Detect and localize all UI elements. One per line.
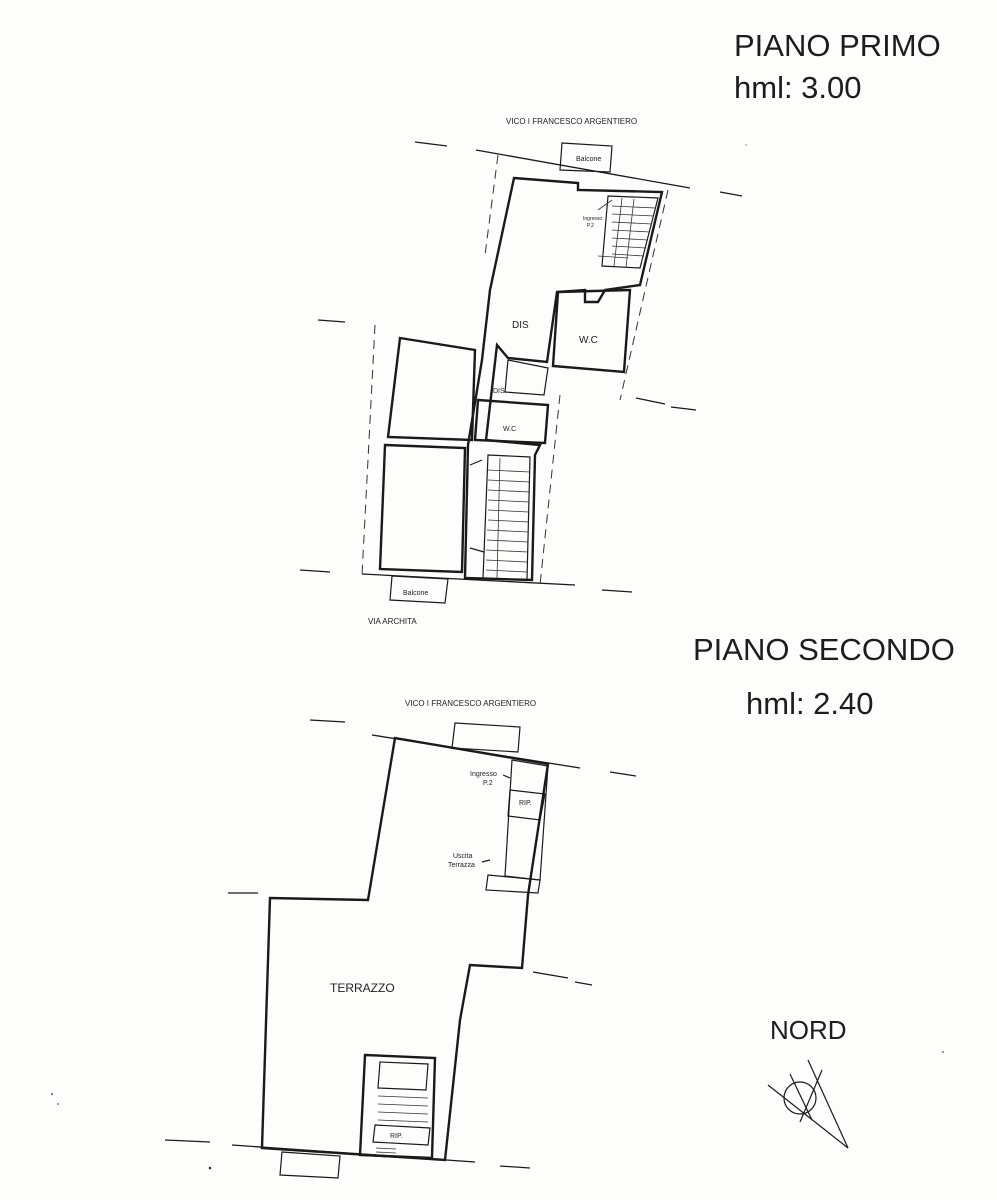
street-edge-top-right [719, 191, 743, 197]
side-mark-right-1 [532, 971, 569, 979]
street-edge-top [475, 149, 691, 189]
party-wall-dash [484, 154, 499, 256]
bottom-bump [279, 1151, 341, 1179]
roof-bump [451, 722, 521, 753]
second-floor-height: hml: 2.40 [746, 686, 874, 721]
balcony-top-label: Balcone [576, 156, 601, 163]
street-edge-bottom-right [499, 1165, 531, 1169]
side-mark-right-2 [574, 981, 593, 986]
street-edge-top-right [609, 771, 637, 777]
second-floor-plan: VICO I FRANCESCO ARGENTIERO RIP. Ingress… [164, 699, 637, 1179]
storage-top-room [507, 789, 546, 821]
stair-top [597, 195, 659, 269]
side-mark-right-2 [670, 406, 697, 411]
hall-label: DIS [512, 320, 529, 331]
compass-label: NORD [770, 1015, 847, 1045]
scan-specks [51, 144, 944, 1170]
street-edge-bottom-right [601, 589, 633, 593]
stair-block-bottom [358, 1053, 437, 1160]
entrance2-arrow [502, 774, 511, 779]
terrace-exit [485, 874, 541, 894]
exit-arrow [481, 859, 491, 863]
north-arrow-icon [767, 1059, 849, 1149]
small-hall-room [504, 359, 549, 396]
first-floor-title: PIANO PRIMO [734, 28, 941, 63]
party-wall-dash [619, 189, 669, 401]
entrance2-line1: Ingresso [470, 771, 497, 778]
street-edge-top-left [414, 141, 448, 147]
side-mark-left [317, 319, 346, 323]
entrance-line1: Ingresso [583, 216, 602, 222]
left-room-lower [378, 443, 467, 574]
street-edge-top-left [309, 719, 346, 723]
street-edge-bottom-left [164, 1139, 211, 1143]
entrance-line2: P.2 [587, 223, 594, 229]
small-hall-label: DIS. [493, 388, 507, 395]
stair-bottom [469, 454, 531, 581]
first-floor-street-bottom: VIA ARCHITA [368, 617, 417, 626]
second-floor-title: PIANO SECONDO [693, 632, 955, 667]
party-wall-dash [539, 394, 561, 586]
wc-center-room [473, 398, 550, 445]
entrance2-line2: P.2 [483, 780, 493, 787]
wc-right-label: W.C [579, 335, 598, 346]
exit-line1: Uscita [453, 853, 473, 860]
wc-center-label: W.C [503, 426, 516, 433]
first-floor-street-top: VICO I FRANCESCO ARGENTIERO [506, 117, 637, 126]
exit-line2: Terrazza [448, 862, 475, 869]
side-mark-right-1 [635, 397, 666, 405]
first-floor-height: hml: 3.00 [734, 70, 862, 105]
terrace-label: TERRAZZO [330, 981, 395, 995]
right-corridor [504, 759, 549, 881]
storage-bottom-label: RIP. [390, 1133, 403, 1140]
party-wall-dash [361, 324, 376, 576]
first-floor-outline [463, 176, 664, 582]
wc-right-room [551, 288, 632, 374]
balcony-bottom-label: Balcone [403, 590, 428, 597]
storage-top-label: RIP. [519, 800, 532, 807]
first-floor-plan: VICO I FRANCESCO ARGENTIERO VIA ARCHITA … [299, 117, 743, 626]
street-edge-bottom-left [299, 569, 331, 573]
balcony-top [559, 142, 613, 173]
second-floor-street-top: VICO I FRANCESCO ARGENTIERO [405, 699, 536, 708]
left-room-upper [386, 336, 477, 442]
balcony-bottom [389, 575, 449, 604]
second-floor-outline [260, 736, 550, 1162]
